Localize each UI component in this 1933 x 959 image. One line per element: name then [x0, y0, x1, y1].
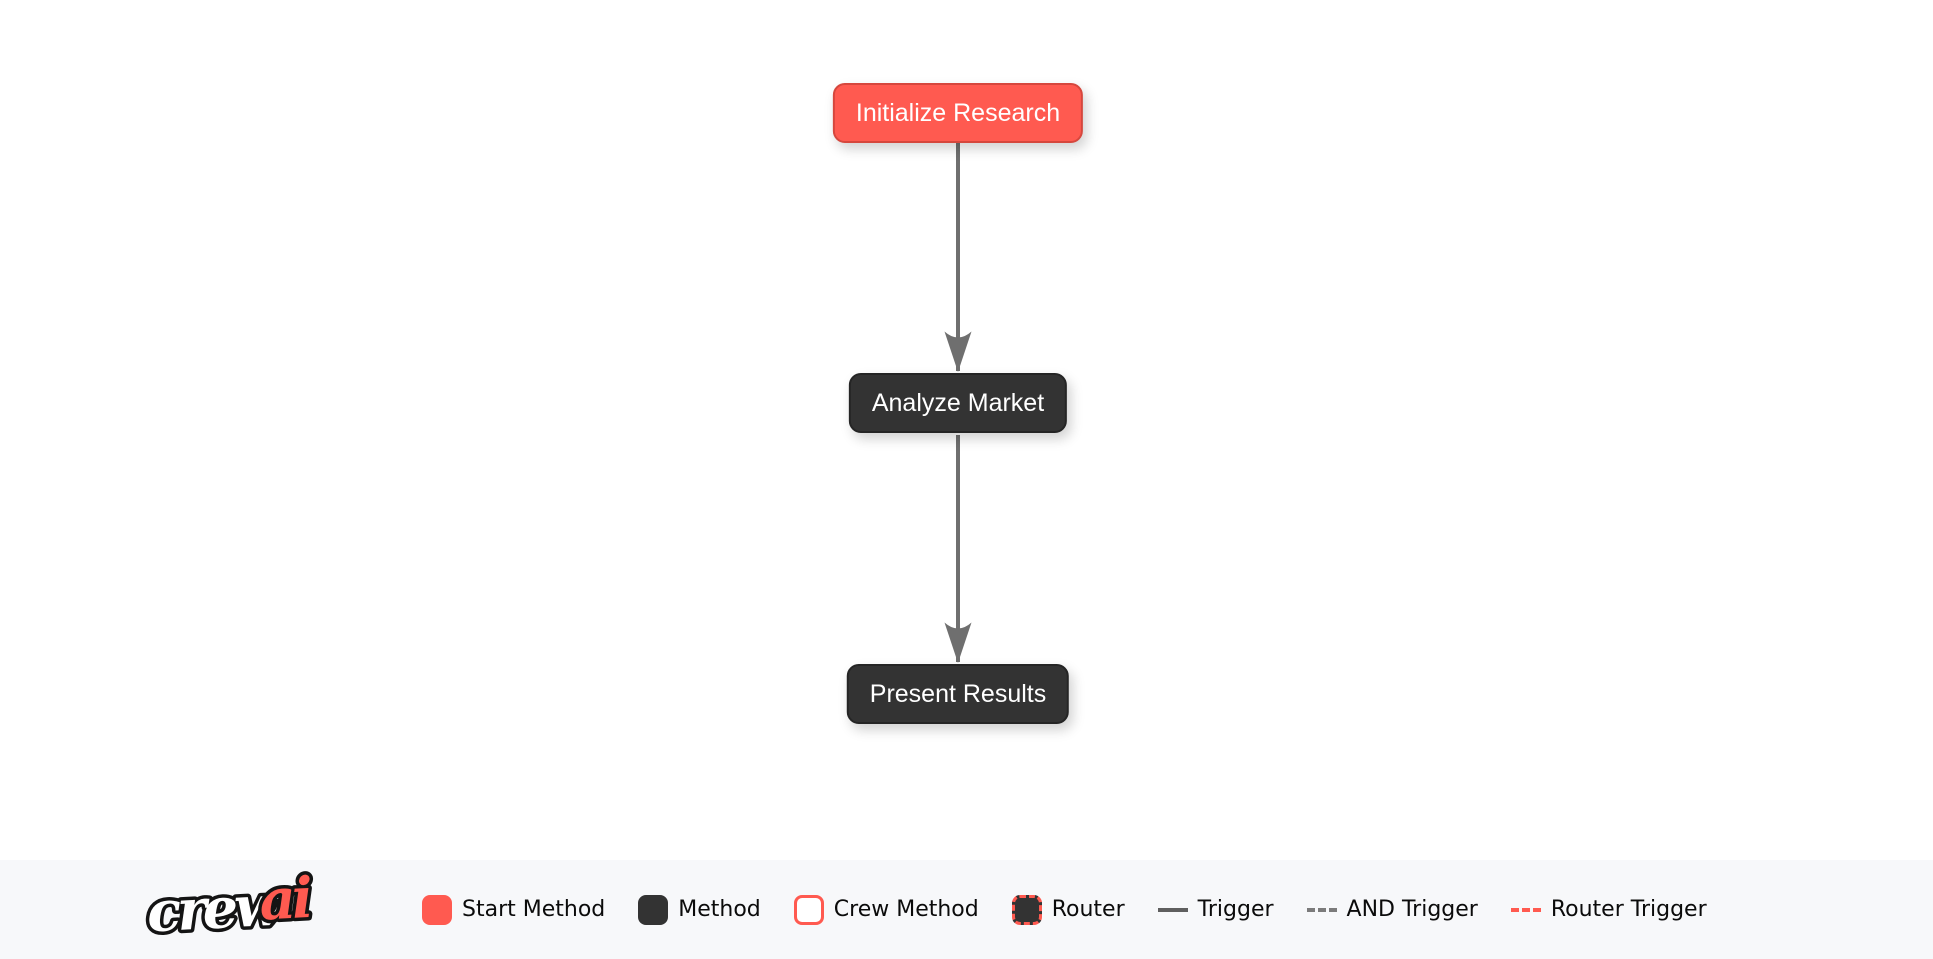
router-trigger-line-icon: [1510, 907, 1541, 912]
legend-label: AND Trigger: [1346, 897, 1478, 922]
legend-item-crew-method: Crew Method: [793, 894, 979, 925]
legend-item-router: Router: [1011, 894, 1125, 925]
legend-label: Crew Method: [833, 897, 979, 922]
legend-item-method: Method: [638, 894, 761, 925]
flow-canvas[interactable]: Initialize Research Analyze Market Prese…: [0, 0, 1933, 860]
legend-bar: crew ai Start Method Method Crew Method …: [0, 860, 1933, 959]
legend-item-and-trigger: AND Trigger: [1306, 897, 1478, 922]
legend-label: Router Trigger: [1550, 897, 1707, 922]
flow-node-label: Analyze Market: [871, 388, 1045, 417]
legend-item-router-trigger: Router Trigger: [1510, 897, 1707, 922]
flow-node-label: Initialize Research: [855, 98, 1061, 127]
flow-node-present-results[interactable]: Present Results: [846, 664, 1070, 724]
legend-item-start-method: Start Method: [422, 894, 606, 925]
flow-node-label: Present Results: [869, 679, 1047, 708]
crewai-logo-ai-text: ai: [258, 871, 313, 934]
legend-items: Start Method Method Crew Method Router T…: [422, 894, 1707, 925]
arrowhead-down-icon: [944, 622, 972, 663]
and-trigger-line-icon: [1306, 907, 1337, 912]
arrowhead-down-icon: [944, 331, 972, 372]
legend-label: Start Method: [462, 897, 606, 922]
legend-item-trigger: Trigger: [1157, 897, 1274, 922]
router-swatch-icon: [1011, 894, 1042, 925]
legend-label: Router: [1051, 897, 1125, 922]
method-swatch-icon: [638, 894, 669, 925]
crewai-logo-crew-text: crew: [145, 872, 285, 945]
start-method-swatch-icon: [422, 894, 452, 925]
flow-edges-layer: [944, 143, 972, 663]
legend-label: Trigger: [1197, 897, 1274, 922]
crew-method-swatch-icon: [793, 894, 824, 925]
legend-label: Method: [678, 897, 761, 922]
flow-node-initialize-research[interactable]: Initialize Research: [832, 83, 1084, 143]
flow-node-analyze-market[interactable]: Analyze Market: [848, 373, 1068, 433]
crewai-logo: crew ai: [142, 871, 316, 949]
trigger-line-icon: [1157, 907, 1188, 912]
